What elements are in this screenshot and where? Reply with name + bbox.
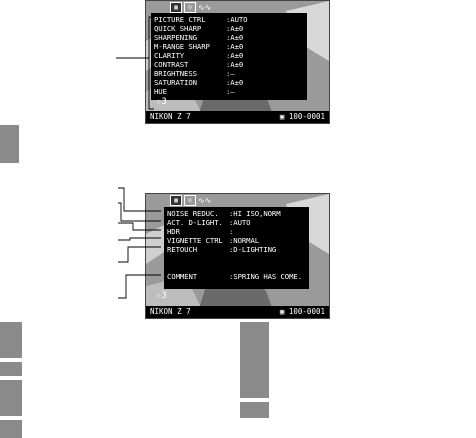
- row-value: :AUTO: [226, 15, 248, 24]
- row-value: :A±0: [226, 42, 244, 51]
- info-row: HUE :–: [154, 87, 235, 96]
- info-row: ACT. D-LIGHT. :AUTO: [167, 218, 251, 227]
- playback-screen-2: ▦ ⊙ ∿∿ NOISE REDUC. :HI ISO,NORM ACT. D-L…: [145, 193, 330, 319]
- row-value: :A±0: [226, 33, 244, 42]
- info-row: PICTURE CTRL :AUTO: [154, 15, 248, 24]
- wave-icon: ∿∿: [198, 196, 212, 205]
- row-value: :A±0: [226, 51, 244, 60]
- info-row: M-RANGE SHARP :A±0: [154, 42, 243, 51]
- side-tab: [240, 402, 269, 418]
- info-row: RETOUCH :D-LIGHTING: [167, 245, 276, 254]
- info-row: QUICK SHARP :A±0: [154, 24, 243, 33]
- bottom-bar: NIKON Z 7 ▣ 100-0001: [146, 306, 329, 318]
- row-label: NOISE REDUC.: [167, 209, 219, 218]
- info-row: CONTRAST :A±0: [154, 60, 243, 69]
- info-panel: NOISE REDUC.:HI ISO,NORM ACT. D-LIGHT.:A…: [164, 207, 309, 289]
- row-label: PICTURE CTRL: [154, 15, 206, 24]
- side-tab: [0, 362, 22, 376]
- side-tab: [240, 322, 269, 398]
- info-row: BRIGHTNESS :–: [154, 69, 235, 78]
- row-value: :SPRING HAS COME.: [229, 272, 302, 281]
- playback-screen-1: ▦ ⊙ ∿∿ PICTURE CTRL :AUTO QUICK SHARP :A±0…: [145, 0, 330, 124]
- side-tab: [0, 125, 19, 163]
- row-label: HDR: [167, 227, 180, 236]
- info-row: HDR:: [167, 227, 233, 236]
- memory-icon: ▦: [170, 195, 182, 206]
- wave-icon: ∿∿: [198, 3, 212, 12]
- file-number: ▣ 100-0001: [279, 112, 325, 121]
- row-label: VIGNETTE CTRL: [167, 236, 223, 245]
- status-icons: ▦ ⊙ ∿∿: [170, 2, 212, 13]
- row-value: :HI ISO,NORM: [229, 209, 281, 218]
- bottom-bar: NIKON Z 7 ▣ 100-0001: [146, 111, 329, 123]
- info-row: CLARITY :A±0: [154, 51, 243, 60]
- row-value: :NORMAL: [229, 236, 260, 245]
- protect-icon: ⊙: [184, 195, 196, 206]
- row-label: ACT. D-LIGHT.: [167, 218, 223, 227]
- side-tab: [0, 420, 22, 438]
- camera-model: NIKON Z 7: [150, 112, 191, 121]
- file-number: ▣ 100-0001: [279, 307, 325, 316]
- rating-star: ☆3: [156, 97, 167, 107]
- comment-row: COMMENT :SPRING HAS COME.: [167, 272, 302, 281]
- row-label: CLARITY: [154, 51, 185, 60]
- row-value: :A±0: [226, 60, 244, 69]
- camera-model: NIKON Z 7: [150, 307, 191, 316]
- info-row: VIGNETTE CTRL :NORMAL: [167, 236, 259, 245]
- status-icons: ▦ ⊙ ∿∿: [170, 195, 212, 206]
- row-label: CONTRAST: [154, 60, 189, 69]
- side-tab: [0, 322, 22, 358]
- info-row: SHARPENING :A±0: [154, 33, 243, 42]
- row-label: SATURATION: [154, 78, 197, 87]
- row-value: :–: [226, 87, 235, 96]
- row-value: :–: [226, 69, 235, 78]
- row-label: QUICK SHARP: [154, 24, 202, 33]
- info-row: SATURATION :A±0: [154, 78, 243, 87]
- row-label: BRIGHTNESS: [154, 69, 197, 78]
- row-label: HUE: [154, 87, 167, 96]
- protect-icon: ⊙: [184, 2, 196, 13]
- row-label: SHARPENING: [154, 33, 197, 42]
- info-panel: PICTURE CTRL :AUTO QUICK SHARP :A±0 SHARPE…: [151, 13, 307, 100]
- row-label: RETOUCH: [167, 245, 198, 254]
- info-row: NOISE REDUC. :HI ISO,NORM: [167, 209, 281, 218]
- row-value: :AUTO: [229, 218, 251, 227]
- side-tab: [0, 380, 22, 416]
- memory-icon: ▦: [170, 2, 182, 13]
- rating-star: ☆3: [156, 291, 167, 301]
- row-value: :: [229, 227, 234, 236]
- row-value: :A±0: [226, 24, 244, 33]
- row-value: :A±0: [226, 78, 244, 87]
- row-value: :D-LIGHTING: [229, 245, 277, 254]
- row-label: COMMENT: [167, 272, 198, 281]
- row-label: M-RANGE SHARP: [154, 42, 210, 51]
